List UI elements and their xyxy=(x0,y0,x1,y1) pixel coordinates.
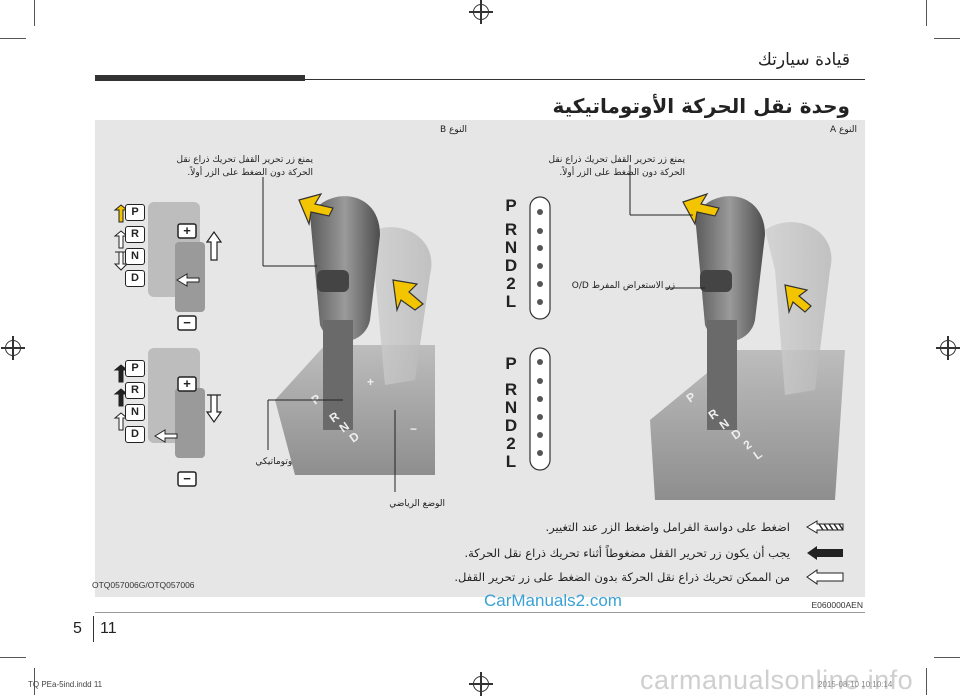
crop-mark xyxy=(926,0,927,26)
legend-item-lock-pressed: يجب أن يكون زر تحرير القفل مضغوطاً أثناء… xyxy=(464,546,790,560)
svg-text:+: + xyxy=(183,376,191,391)
gate-key-n: N xyxy=(125,248,145,265)
crop-mark xyxy=(0,657,26,658)
legend: اضغط على دواسة الفرامل واضغط الزر عند ال… xyxy=(245,518,865,588)
gate-key-r: R xyxy=(125,382,145,399)
section-title: قيادة سيارتك xyxy=(757,50,850,70)
type-a-label: النوع A xyxy=(830,125,858,135)
gate-letter-d: D xyxy=(504,416,518,435)
figure-code-left: OTQ057006G/OTQ057006 xyxy=(92,580,195,590)
note-type-b: يمنع زر تحرير القفل تحريك ذراع نقل الحرك… xyxy=(176,155,313,178)
gate-key-p: P xyxy=(125,204,145,221)
gate-letter-r: R xyxy=(504,220,518,239)
gate-letter-r: R xyxy=(504,380,518,399)
registration-mark-icon xyxy=(1,336,25,360)
gate-key-p: P xyxy=(125,360,145,377)
svg-text:+: + xyxy=(183,223,191,238)
type-b-label: النوع B xyxy=(440,125,468,135)
crop-mark xyxy=(34,0,35,26)
outline-arrow-icon xyxy=(806,569,844,585)
watermark-link[interactable]: CarManuals2.com xyxy=(484,591,622,610)
gate-letter-p: P xyxy=(505,354,517,373)
note-type-a: يمنع زر تحرير القفل تحريك ذراع نقل الحرك… xyxy=(548,155,685,178)
hatched-arrow-icon xyxy=(806,520,844,534)
legend-arrows xyxy=(806,520,844,585)
chapter-number: 5 xyxy=(73,620,82,637)
gate-letter-n: N xyxy=(504,238,518,257)
legend-item-press-brake: اضغط على دواسة الفرامل واضغط الزر عند ال… xyxy=(545,520,790,534)
shifter-illustration: P R N D 2 L xyxy=(113,165,845,500)
date-label: 2015-08-10 10:10:14 xyxy=(818,680,893,689)
gate-key-r: R xyxy=(125,226,145,243)
crop-mark xyxy=(0,38,26,39)
registration-mark-icon xyxy=(936,336,960,360)
gate-letter-l: L xyxy=(505,452,517,471)
figure-code-right: E060000AEN xyxy=(811,600,863,610)
registration-mark-icon xyxy=(469,672,493,696)
gate-letter-2: 2 xyxy=(506,274,516,293)
type-b-gate-diagram-upper: + − xyxy=(113,202,223,331)
gate-letter-n: N xyxy=(504,398,518,417)
page-number-separator xyxy=(93,616,94,642)
header-tab-bar xyxy=(95,75,305,81)
svg-text:−: − xyxy=(410,422,417,436)
page-number: 11 xyxy=(100,620,117,637)
gate-letter-2: 2 xyxy=(506,434,516,453)
type-b-gate-diagram-lower: + − xyxy=(113,348,223,487)
crop-mark xyxy=(34,668,35,695)
crop-mark xyxy=(926,668,927,695)
sport-mode-label: الوضع الرياضي xyxy=(389,499,445,509)
page-heading: وحدة نقل الحركة الأوتوماتيكية xyxy=(552,94,850,118)
file-label: TQ PEa-5ind.indd 11 xyxy=(28,680,103,689)
shift-lever-figure: النوع A النوع B يمنع زر تحرير القفل تحري… xyxy=(92,120,865,610)
type-a-shifter: P R N D 2 L xyxy=(629,165,845,500)
auto-mode-label: الوضع الأوتوماتيكي xyxy=(255,457,325,467)
footer-site-watermark: carmanualsonline.info xyxy=(640,665,914,695)
gate-letter-l: L xyxy=(505,292,517,311)
crop-mark xyxy=(934,38,960,39)
gate-letter-p: P xyxy=(505,196,517,215)
svg-text:+: + xyxy=(367,375,374,389)
legend-item-free-move: من الممكن تحريك ذراع نقل الحركة بدون الض… xyxy=(454,570,790,584)
svg-text:−: − xyxy=(183,471,191,486)
type-a-gate-strip-upper xyxy=(529,196,551,320)
gate-letter-d: D xyxy=(504,256,518,275)
type-b-shifter: P R N D + − xyxy=(262,177,435,492)
registration-mark-icon xyxy=(469,0,493,24)
gate-key-d: D xyxy=(125,270,145,287)
crop-mark xyxy=(934,657,960,658)
gate-key-n: N xyxy=(125,404,145,421)
header-rule xyxy=(95,79,865,80)
solid-arrow-icon xyxy=(807,546,843,560)
gate-key-d: D xyxy=(125,426,145,443)
footer-rule xyxy=(95,612,865,613)
overdrive-button-label: زر الاستعراض المفرط O/D xyxy=(571,281,675,291)
type-a-gate-strip-lower xyxy=(529,347,551,471)
svg-text:−: − xyxy=(183,315,191,330)
